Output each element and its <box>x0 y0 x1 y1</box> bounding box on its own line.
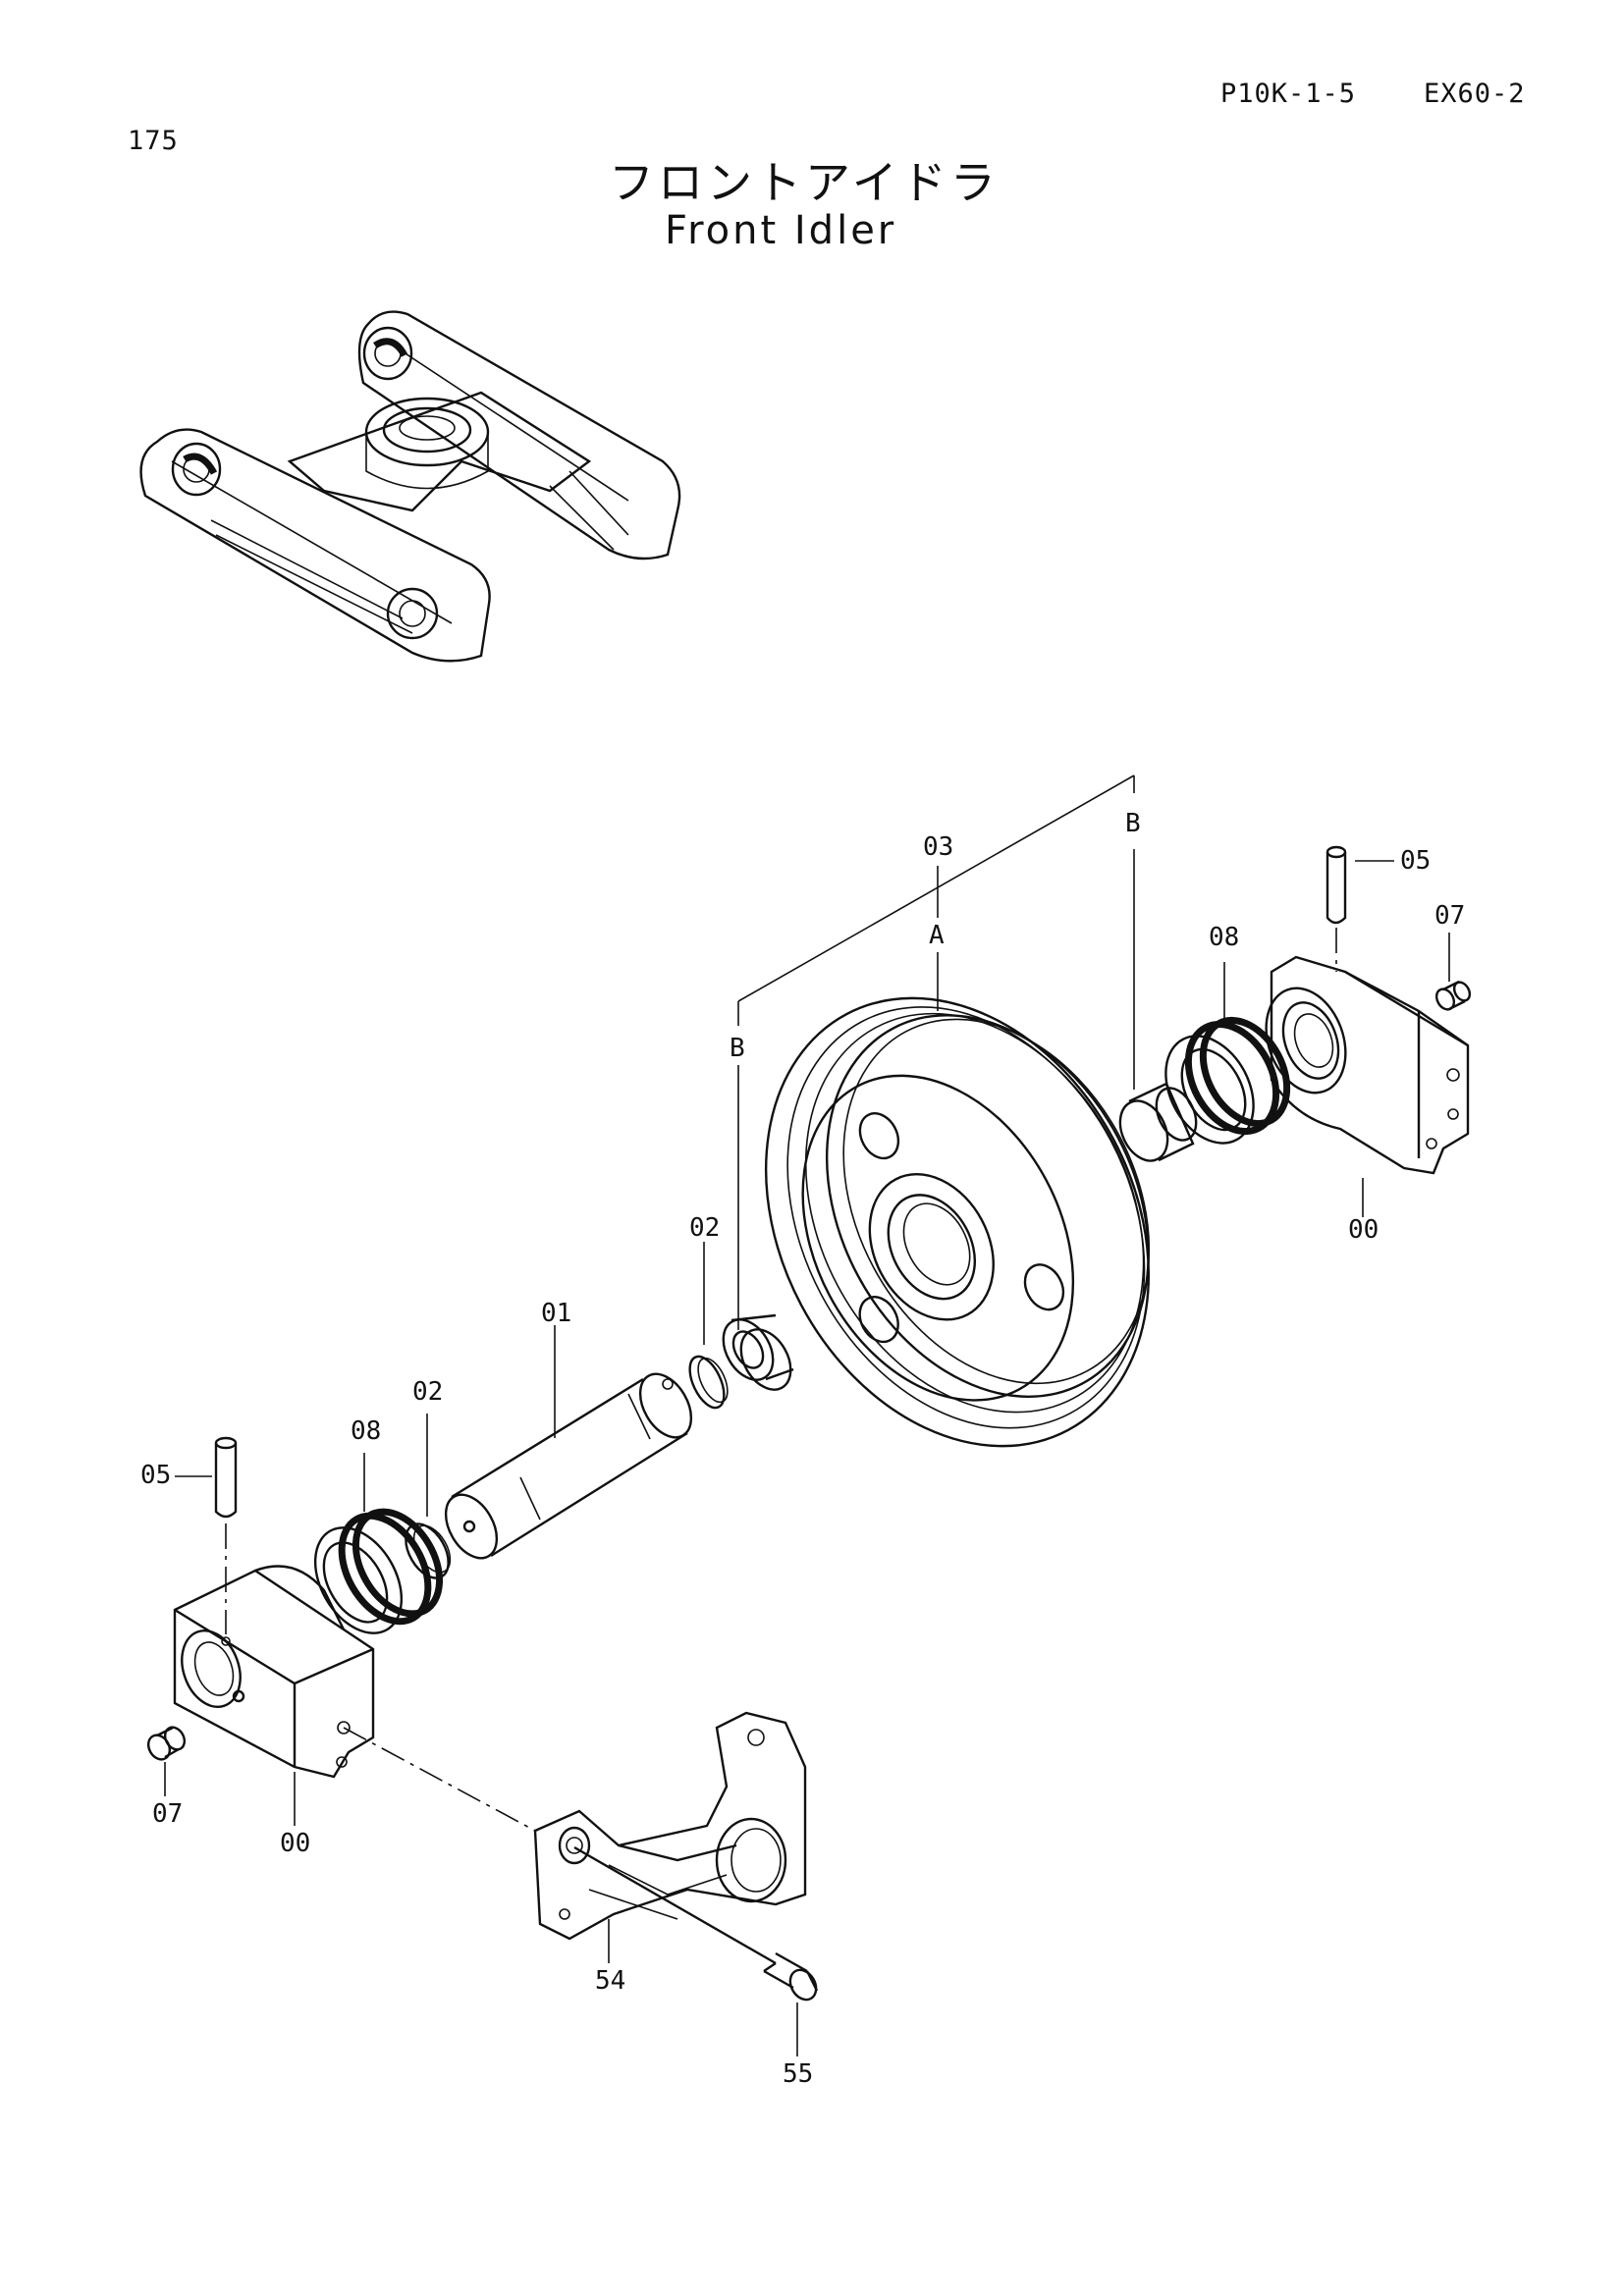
label-part-02-lower: 02 <box>412 1377 444 1407</box>
title-japanese: フロントアイドラ <box>609 156 1000 209</box>
sleeve-right <box>1118 1082 1198 1162</box>
page-code: P10K-1-5 <box>1220 79 1357 109</box>
bracket-54 <box>533 1711 807 1941</box>
label-part-08-left: 08 <box>351 1416 382 1446</box>
label-ref-a: A <box>929 921 945 950</box>
shaft <box>444 1372 693 1560</box>
title-english: Front Idler <box>665 208 897 253</box>
set-screw-left <box>146 1726 187 1761</box>
label-ref-b-left: B <box>730 1034 745 1063</box>
bolt-55 <box>573 1845 819 2002</box>
label-part-54: 54 <box>595 1966 626 1996</box>
idler-wheel <box>764 996 1151 1448</box>
label-part-00-left: 00 <box>280 1829 311 1858</box>
label-part-03: 03 <box>923 832 954 862</box>
idler-bracket-right <box>1265 955 1470 1175</box>
label-part-00-right: 00 <box>1348 1215 1380 1245</box>
label-part-01: 01 <box>541 1299 572 1328</box>
floating-seal-right <box>1164 1016 1291 1145</box>
label-ref-b-right: B <box>1125 809 1141 838</box>
label-part-07-right: 07 <box>1434 901 1466 931</box>
floating-seal-left <box>313 1508 444 1634</box>
label-part-55: 55 <box>783 2059 814 2089</box>
bushing <box>722 1313 794 1391</box>
spring-pin-left <box>214 1436 238 1519</box>
page-number: 175 <box>128 126 179 156</box>
label-part-08-right: 08 <box>1209 923 1240 952</box>
undercarriage-thumbnail <box>139 310 681 663</box>
label-part-05-right: 05 <box>1400 846 1432 876</box>
label-part-02-upper: 02 <box>689 1213 721 1243</box>
label-part-07-left: 07 <box>152 1799 184 1829</box>
idler-bracket-left <box>173 1565 375 1779</box>
set-screw-right <box>1434 980 1472 1011</box>
label-part-05-left: 05 <box>140 1461 172 1490</box>
reference-line-b <box>737 774 1135 1330</box>
spring-pin-right <box>1325 845 1347 925</box>
model-code: EX60-2 <box>1424 79 1526 109</box>
